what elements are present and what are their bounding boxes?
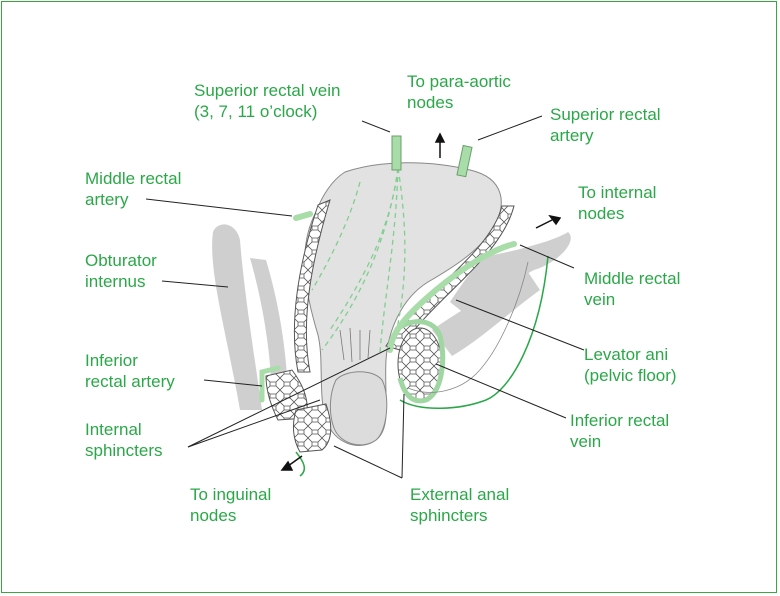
- label-inferior-rectal-artery: Inferior rectal artery: [85, 350, 175, 392]
- label-obturator-internus: Obturator internus: [85, 250, 157, 292]
- label-inguinal-nodes: To inguinal nodes: [190, 484, 271, 526]
- label-superior-rectal-artery: Superior rectal artery: [550, 104, 661, 146]
- label-levator-ani: Levator ani (pelvic floor): [584, 344, 677, 386]
- label-internal-sphincters: Internal sphincters: [85, 419, 162, 461]
- label-external-anal-sphincters: External anal sphincters: [410, 484, 509, 526]
- label-inferior-rectal-vein: Inferior rectal vein: [570, 410, 669, 452]
- left-pelvic-outline: [296, 452, 304, 476]
- label-middle-rectal-artery: Middle rectal artery: [85, 168, 181, 210]
- label-para-aortic-nodes: To para-aortic nodes: [407, 71, 511, 113]
- anal-canal: [330, 372, 386, 445]
- label-superior-rectal-vein: Superior rectal vein (3, 7, 11 o’clock): [194, 80, 340, 122]
- label-middle-rectal-vein: Middle rectal vein: [584, 268, 680, 310]
- label-internal-nodes: To internal nodes: [578, 182, 656, 224]
- left-external-sphincter: [293, 404, 330, 452]
- middle-rectal-artery: [296, 214, 310, 218]
